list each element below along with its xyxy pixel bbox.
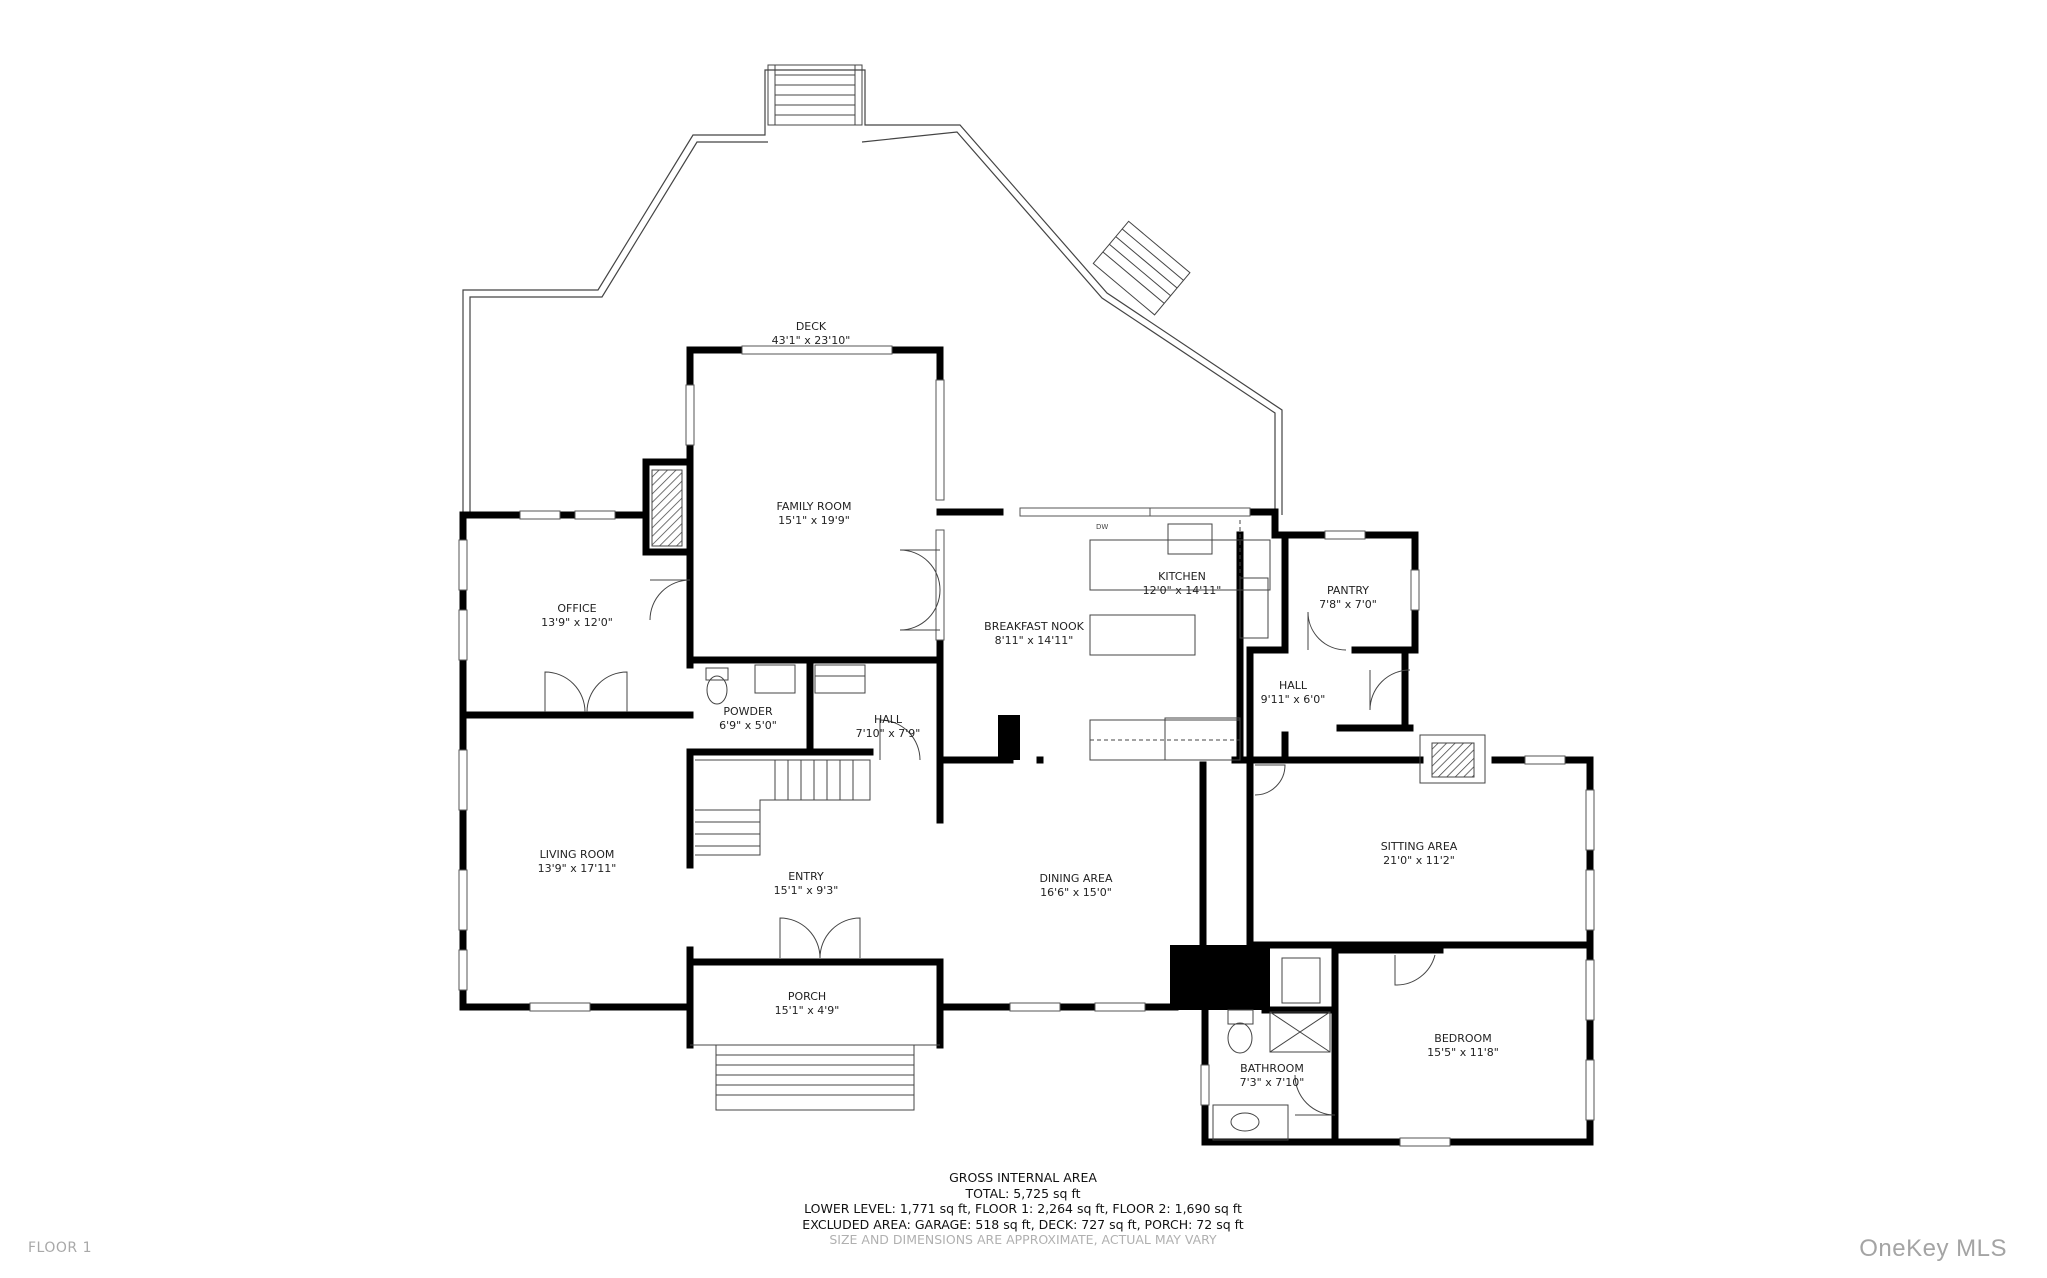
fireplaces — [651, 469, 1486, 784]
room-name: DECK — [795, 320, 827, 333]
room-entry: ENTRY 15'1" x 9'3" — [774, 870, 839, 898]
room-name: HALL — [873, 713, 903, 726]
room-dimensions: 15'5" x 11'8" — [1427, 1046, 1499, 1059]
room-dimensions: 13'9" x 12'0" — [541, 616, 613, 629]
room-office: OFFICE 13'9" x 12'0" — [541, 602, 613, 630]
area-disclaimer: SIZE AND DIMENSIONS ARE APPROXIMATE, ACT… — [829, 1232, 1217, 1247]
room-name: POWDER — [723, 705, 773, 718]
area-levels: LOWER LEVEL: 1,771 sq ft, FLOOR 1: 2,264… — [804, 1201, 1242, 1216]
room-name: BEDROOM — [1434, 1032, 1492, 1045]
room-dimensions: 7'10" x 7'9" — [855, 727, 921, 740]
room-dimensions: 15'1" x 19'9" — [778, 514, 850, 527]
room-powder: POWDER 6'9" x 5'0" — [719, 705, 777, 733]
room-name: BATHROOM — [1240, 1062, 1304, 1075]
area-excluded: EXCLUDED AREA: GARAGE: 518 sq ft, DECK: … — [802, 1216, 1244, 1232]
room-dimensions: 6'9" x 5'0" — [719, 719, 777, 732]
porch-steps — [690, 1044, 940, 1111]
area-summary-title: GROSS INTERNAL AREA — [949, 1170, 1097, 1185]
room-hall-1: HALL 7'10" x 7'9" — [856, 713, 921, 741]
room-dimensions: 15'1" x 9'3" — [773, 884, 839, 897]
room-dimensions: 13'9" x 17'11" — [537, 862, 617, 875]
room-dining-area: DINING AREA 16'6" x 15'0" — [1039, 872, 1112, 900]
room-bedroom: BEDROOM 15'5" x 11'8" — [1427, 1032, 1499, 1060]
kitchen-fixtures — [1089, 520, 1271, 761]
room-dimensions: 43'1" x 23'10" — [771, 334, 851, 347]
room-name: ENTRY — [788, 870, 824, 883]
powder-fixtures — [705, 664, 866, 705]
brand-watermark: OneKey MLS — [1859, 1235, 2007, 1262]
room-dimensions: 8'11" x 14'11" — [994, 634, 1074, 647]
room-name: KITCHEN — [1158, 570, 1206, 583]
door-swings — [544, 549, 1436, 1116]
room-living-room: LIVING ROOM 13'9" x 17'11" — [538, 848, 617, 876]
room-sitting-area: SITTING AREA 21'0" x 11'2" — [1381, 840, 1458, 868]
bathroom-fixtures — [1212, 957, 1331, 1141]
room-dimensions: 21'0" x 11'2" — [1383, 854, 1455, 867]
area-total: TOTAL: 5,725 sq ft — [965, 1185, 1081, 1201]
room-dimensions: 9'11" x 6'0" — [1260, 693, 1326, 706]
floor-label: FLOOR 1 — [28, 1240, 92, 1256]
room-dimensions: 16'6" x 15'0" — [1040, 886, 1112, 899]
room-name: DINING AREA — [1039, 872, 1113, 885]
room-name: BREAKFAST NOOK — [984, 620, 1084, 633]
column-block — [998, 715, 1020, 760]
room-deck: DECK 43'1" x 23'10" — [772, 320, 851, 348]
room-dimensions: 12'0" x 14'11" — [1142, 584, 1222, 597]
deck-outline — [462, 69, 1283, 515]
room-name: SITTING AREA — [1380, 840, 1458, 853]
room-dimensions: 7'3" x 7'10" — [1239, 1076, 1305, 1089]
dishwasher-label: DW — [1096, 523, 1108, 531]
deck-stairs-top — [767, 64, 863, 126]
room-name: PANTRY — [1326, 584, 1370, 597]
room-name: FAMILY ROOM — [776, 500, 852, 513]
deck-stairs-side — [1092, 220, 1191, 316]
room-hall-2: HALL 9'11" x 6'0" — [1261, 679, 1326, 707]
area-summary: GROSS INTERNAL AREA TOTAL: 5,725 sq ft L… — [802, 1170, 1243, 1248]
chimney-block — [1170, 945, 1270, 1010]
room-family-room: FAMILY ROOM 15'1" x 19'9" — [777, 500, 852, 528]
room-name: LIVING ROOM — [539, 848, 615, 861]
room-dimensions: 7'8" x 7'0" — [1319, 598, 1377, 611]
room-porch: PORCH 15'1" x 4'9" — [775, 990, 840, 1018]
room-dimensions: 15'1" x 4'9" — [774, 1004, 840, 1017]
interior-stairs — [695, 759, 871, 856]
room-kitchen: KITCHEN 12'0" x 14'11" — [1143, 570, 1222, 598]
windows — [458, 345, 1595, 1147]
room-name: HALL — [1278, 679, 1308, 692]
walls — [459, 346, 1594, 1146]
room-bathroom: BATHROOM 7'3" x 7'10" — [1240, 1062, 1305, 1090]
room-name: OFFICE — [557, 602, 597, 615]
room-breakfast-nook: BREAKFAST NOOK 8'11" x 14'11" — [984, 620, 1084, 648]
room-pantry: PANTRY 7'8" x 7'0" — [1319, 584, 1377, 612]
room-name: PORCH — [787, 990, 827, 1003]
